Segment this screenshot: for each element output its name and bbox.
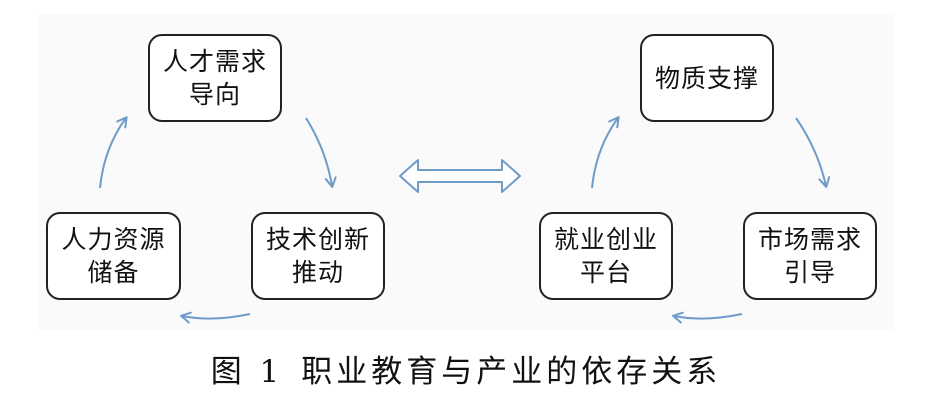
node-market-demand: 市场需求 引导 [743, 212, 877, 300]
node-label: 技术创新 推动 [265, 225, 370, 287]
figure-number: 图 1 [210, 354, 284, 390]
arrow-material-to-market [795, 117, 831, 188]
arrow-reserve-to-talent [99, 116, 128, 189]
node-label: 人力资源 储备 [61, 225, 166, 287]
node-tech-innovation: 技术创新 推动 [251, 212, 385, 300]
node-label: 物质支撑 [654, 63, 759, 93]
node-label: 就业创业 平台 [553, 225, 658, 287]
figure-caption: 图 1 职业教育与产业的依存关系 [0, 352, 932, 392]
node-hr-reserve: 人力资源 储备 [46, 212, 181, 300]
node-label: 市场需求 引导 [757, 225, 862, 287]
arrow-market-to-employ [672, 311, 743, 324]
node-label: 人才需求 导向 [162, 47, 267, 109]
arrow-talent-to-tech [305, 117, 337, 188]
arrow-tech-to-reserve [180, 311, 251, 324]
node-talent-demand: 人才需求 导向 [148, 34, 282, 122]
node-material-support: 物质支撑 [640, 34, 774, 122]
node-employment-platform: 就业创业 平台 [539, 212, 673, 300]
figure-title: 职业教育与产业的依存关系 [301, 354, 722, 390]
double-arrow-icon [399, 159, 521, 193]
arrow-employ-to-material [591, 116, 620, 189]
